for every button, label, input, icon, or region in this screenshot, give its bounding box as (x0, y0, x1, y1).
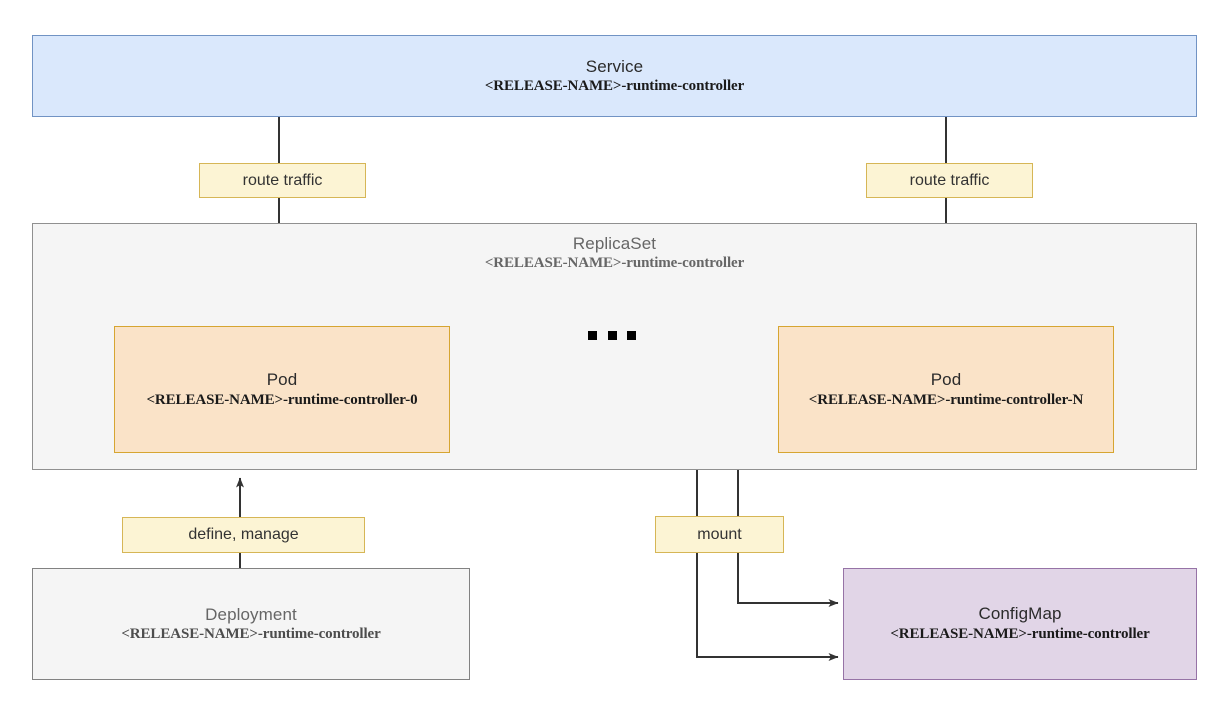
edge-label-define-manage[interactable]: define, manage (122, 517, 365, 553)
deployment-title: Deployment (205, 604, 297, 624)
deployment-node[interactable]: Deployment <RELEASE-NAME>-runtime-contro… (32, 568, 470, 680)
pod-node-n[interactable]: Pod <RELEASE-NAME>-runtime-controller-N (778, 326, 1114, 453)
ellipsis-indicator (588, 320, 636, 350)
edge-label-mount[interactable]: mount (655, 516, 784, 553)
ellipsis-dot (607, 330, 617, 340)
replicaset-subtitle: <RELEASE-NAME>-runtime-controller (484, 255, 745, 272)
service-subtitle: <RELEASE-NAME>-runtime-controller (484, 77, 745, 94)
service-title: Service (585, 56, 644, 76)
service-node[interactable]: Service <RELEASE-NAME>-runtime-controlle… (32, 35, 1197, 117)
deployment-subtitle: <RELEASE-NAME>-runtime-controller (121, 625, 381, 642)
pod-n-subtitle: <RELEASE-NAME>-runtime-controller-N (808, 391, 1084, 408)
pod-node-0[interactable]: Pod <RELEASE-NAME>-runtime-controller-0 (114, 326, 450, 453)
configmap-node[interactable]: ConfigMap <RELEASE-NAME>-runtime-control… (843, 568, 1197, 680)
edge-label-route-traffic-right[interactable]: route traffic (866, 163, 1033, 198)
ellipsis-dot (627, 330, 636, 340)
edge-label-route-traffic-left[interactable]: route traffic (199, 163, 366, 198)
configmap-subtitle: <RELEASE-NAME>-runtime-controller (890, 626, 1150, 643)
pod-0-subtitle: <RELEASE-NAME>-runtime-controller-0 (146, 391, 418, 408)
pod-0-title: Pod (266, 369, 298, 389)
ellipsis-dot (588, 330, 597, 340)
configmap-title: ConfigMap (978, 604, 1062, 624)
pod-n-title: Pod (930, 369, 962, 389)
replicaset-title: ReplicaSet (572, 234, 657, 253)
